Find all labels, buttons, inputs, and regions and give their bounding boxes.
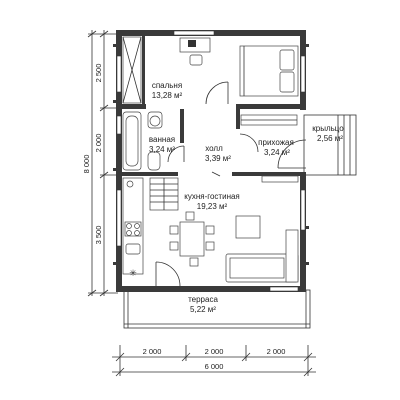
- porch: [303, 114, 357, 176]
- entry-fixtures: [239, 114, 307, 183]
- kitchen-name: кухня-гостиная: [184, 192, 240, 201]
- hall-area: 3,39 м²: [205, 154, 231, 163]
- windows: [116, 30, 306, 292]
- dim-seg-3: 2 000: [267, 347, 286, 356]
- left-dimensions: [87, 30, 118, 297]
- svg-text:✳: ✳: [129, 268, 137, 278]
- bedroom-furniture: [122, 36, 299, 105]
- kitchen-area: 19,23 м²: [197, 202, 228, 211]
- bathroom-area: 3,24 м²: [149, 145, 175, 154]
- terrace: [123, 289, 311, 329]
- dim-seg-1: 2 000: [143, 347, 162, 356]
- entry-name: прихожая: [258, 138, 294, 147]
- dim-mid-height: 2 000: [94, 134, 103, 153]
- entry-area: 3,24 м²: [264, 148, 290, 157]
- dim-total-height: 8 000: [82, 155, 91, 174]
- bottom-dimensions: [112, 345, 316, 377]
- porch-name: крыльцо: [312, 124, 344, 133]
- dim-seg-2: 2 000: [205, 347, 224, 356]
- hall-name: холл: [205, 144, 223, 153]
- kitchen-living-furniture: ✳: [122, 171, 299, 287]
- porch-area: 2,56 м²: [317, 134, 343, 143]
- bathroom-fixtures: [122, 111, 185, 171]
- bedroom-area: 13,28 м²: [152, 91, 183, 100]
- bedroom-name: спальня: [152, 81, 182, 90]
- terrace-name: терраса: [188, 295, 218, 304]
- dim-bottom-height: 3 500: [94, 226, 103, 245]
- terrace-area: 5,22 м²: [190, 305, 216, 314]
- bathroom-name: ванная: [149, 135, 175, 144]
- dim-total-width: 6 000: [205, 362, 224, 371]
- dim-top-height: 2 500: [94, 64, 103, 83]
